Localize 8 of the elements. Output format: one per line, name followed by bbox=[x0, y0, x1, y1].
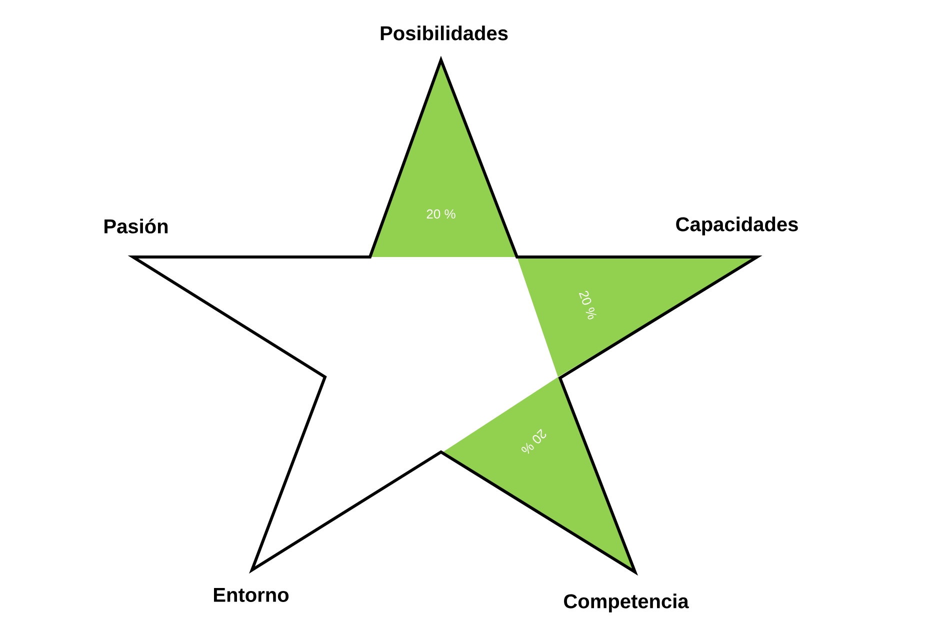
star-point-segment: 20 % bbox=[443, 377, 635, 572]
point-label: Posibilidades bbox=[380, 26, 508, 40]
star-point-segment: 20 % bbox=[370, 60, 517, 257]
star-point-segment: 20 % bbox=[517, 257, 757, 377]
point-label: Entorno bbox=[214, 588, 289, 602]
point-label: Competencia bbox=[564, 594, 689, 612]
point-label: Pasión bbox=[104, 218, 168, 234]
point-label: Capacidades bbox=[676, 216, 798, 236]
